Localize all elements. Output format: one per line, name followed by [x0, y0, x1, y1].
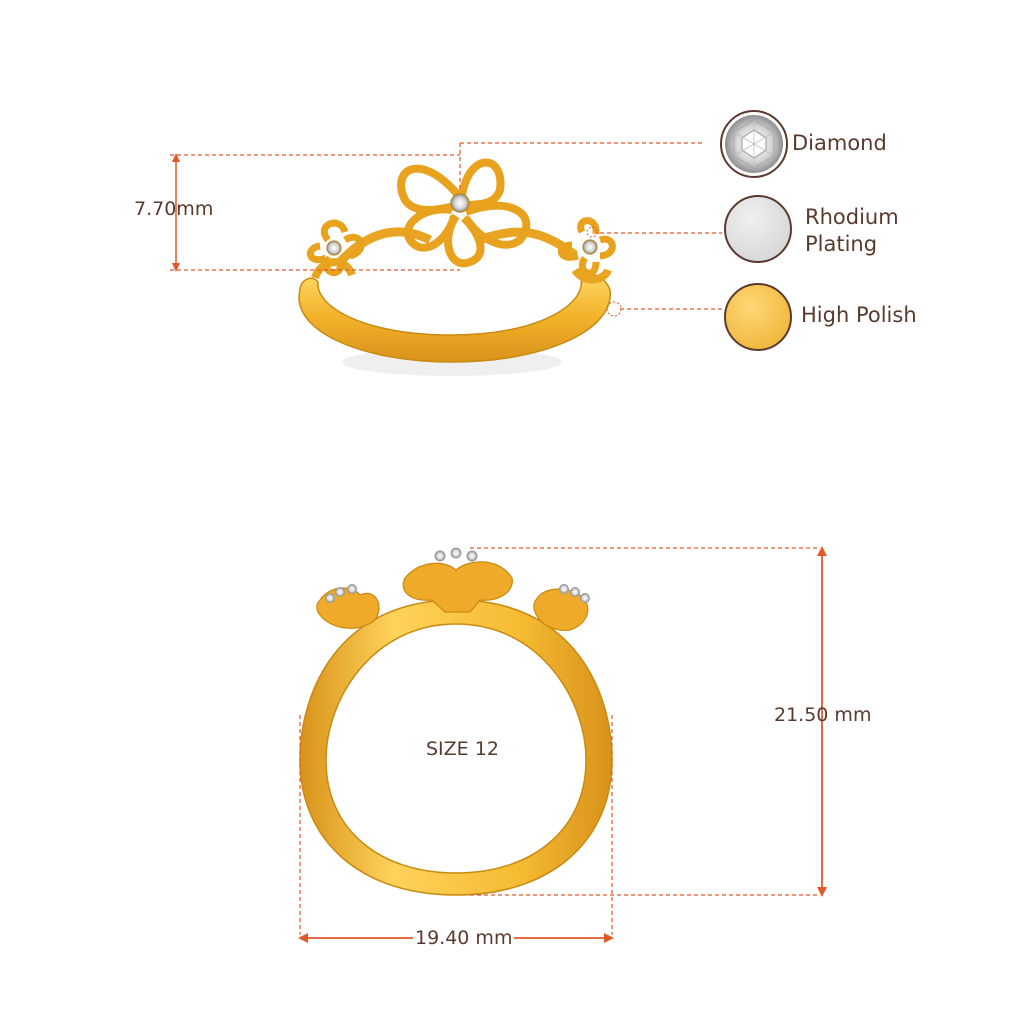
- right-diamond: [582, 239, 598, 255]
- rhodium-swatch: [724, 195, 792, 263]
- ring-band: [298, 272, 611, 363]
- top-height-label: 7.70mm: [134, 198, 214, 220]
- diamond-label: Diamond: [792, 131, 887, 155]
- rhodium-label-line2: Plating: [805, 232, 878, 256]
- ring-size-label: SIZE 12: [426, 738, 499, 760]
- vine-right-tail: [571, 267, 612, 284]
- vine-left-tail: [311, 258, 356, 280]
- right-flower: [558, 217, 616, 277]
- polish-label: High Polish: [801, 303, 917, 327]
- center-diamond: [450, 193, 470, 213]
- top-height-arrow: [172, 153, 180, 272]
- polish-marker: [606, 301, 622, 317]
- front-height-arrow: [817, 546, 827, 897]
- front-view-ring: [299, 547, 613, 896]
- left-diamond: [326, 240, 342, 256]
- rhodium-label-line1: Rhodium: [805, 205, 899, 229]
- front-ring-band: [299, 599, 613, 896]
- top-dimension-guides: [170, 142, 725, 310]
- left-flower: [307, 219, 365, 277]
- front-width-label: 19.40 mm: [413, 927, 515, 949]
- front-crown: [316, 561, 589, 631]
- front-dimension-guides: [299, 547, 820, 935]
- top-view-ring: [298, 158, 616, 376]
- center-flower: [397, 158, 531, 268]
- front-height-label: 21.50 mm: [774, 704, 872, 726]
- rhodium-label: Rhodium Plating: [805, 204, 899, 258]
- diamond-swatch: [720, 110, 788, 178]
- gold-swatch: [724, 283, 792, 351]
- front-diamonds: [325, 547, 590, 603]
- rhodium-marker: [586, 226, 598, 238]
